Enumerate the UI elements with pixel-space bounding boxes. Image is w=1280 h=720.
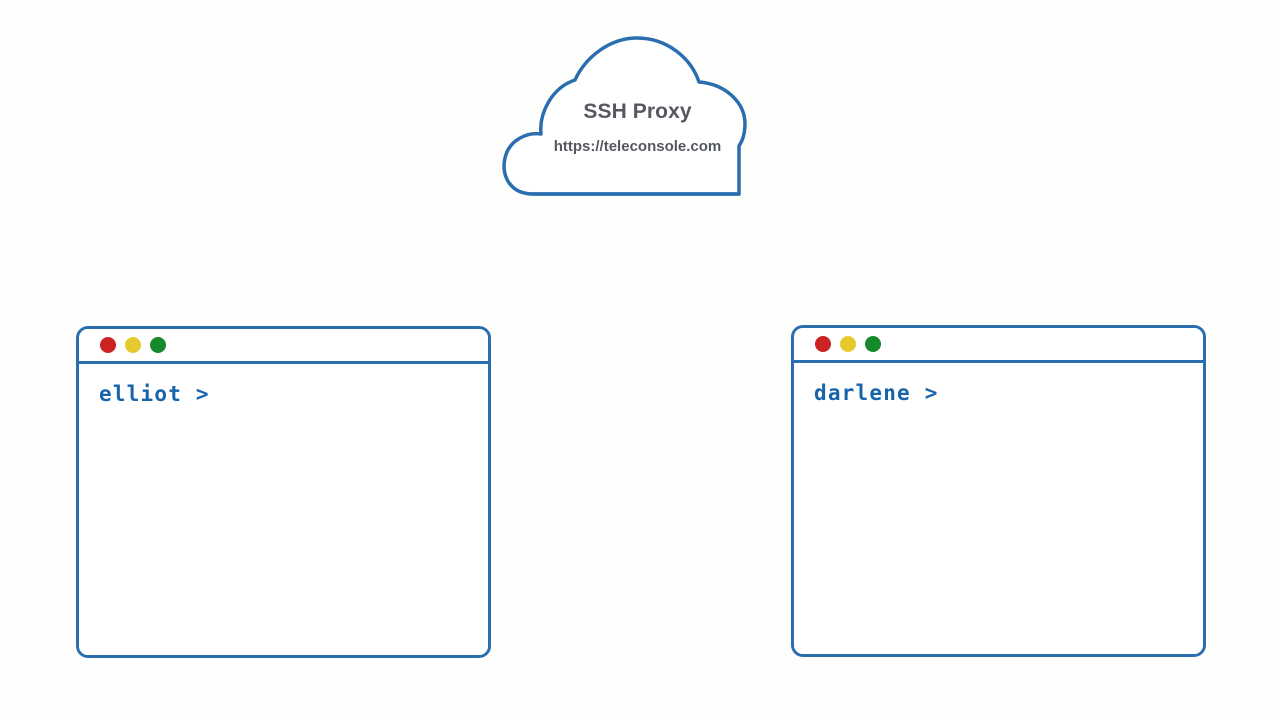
close-button[interactable] bbox=[815, 336, 831, 352]
shell-prompt: darlene > bbox=[814, 381, 939, 405]
maximize-button[interactable] bbox=[865, 336, 881, 352]
terminal-titlebar[interactable] bbox=[794, 328, 1203, 363]
shell-prompt: elliot > bbox=[99, 382, 210, 406]
terminal-window-elliot[interactable]: elliot > bbox=[76, 326, 491, 658]
cloud-shape-icon bbox=[502, 36, 747, 196]
close-button[interactable] bbox=[100, 337, 116, 353]
terminal-titlebar[interactable] bbox=[79, 329, 488, 364]
ssh-proxy-cloud: SSH Proxy https://teleconsole.com bbox=[495, 22, 780, 207]
minimize-button[interactable] bbox=[125, 337, 141, 353]
minimize-button[interactable] bbox=[840, 336, 856, 352]
terminal-content-area[interactable]: darlene > bbox=[794, 363, 1203, 654]
maximize-button[interactable] bbox=[150, 337, 166, 353]
terminal-content-area[interactable]: elliot > bbox=[79, 364, 488, 655]
terminal-window-darlene[interactable]: darlene > bbox=[791, 325, 1206, 657]
